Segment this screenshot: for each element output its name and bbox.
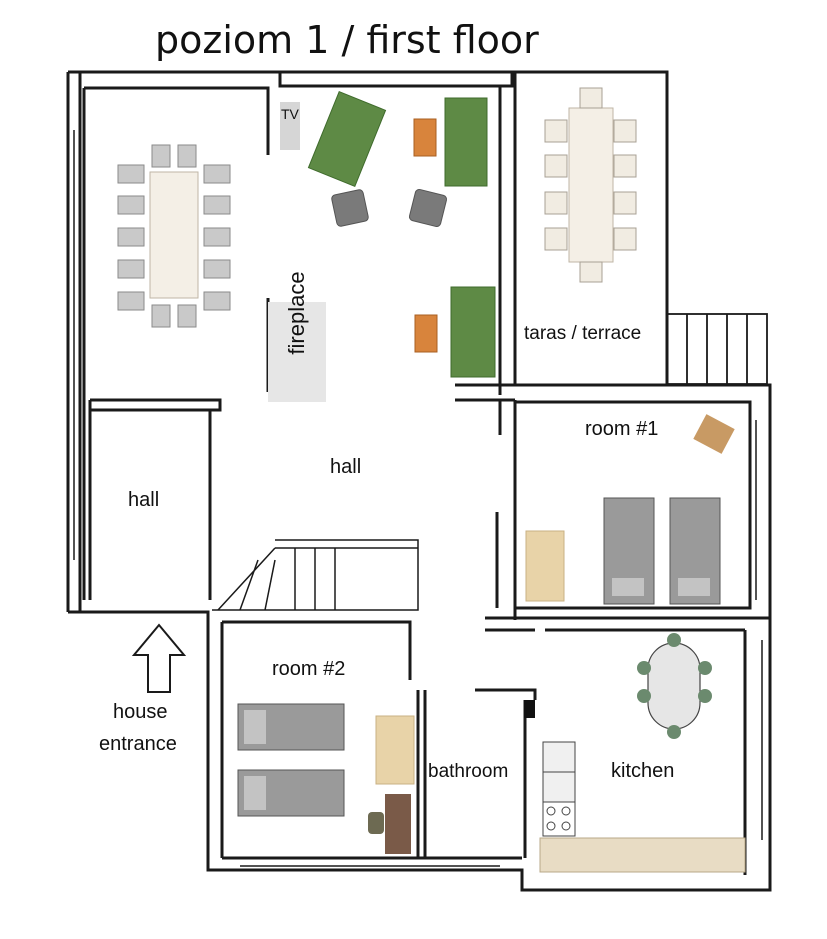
tv	[280, 102, 300, 150]
kitchen-fridge	[524, 700, 535, 718]
room2-label: room #2	[272, 658, 346, 680]
room2-beds	[237, 703, 345, 817]
terrace-label: taras / terrace	[524, 323, 642, 344]
dining-table-left	[149, 171, 199, 299]
dining-chairs-left	[117, 144, 231, 328]
coffee-tables	[413, 118, 438, 353]
entrance-arrow-icon	[131, 623, 187, 693]
page-title: poziom 1 / first floor	[155, 18, 539, 62]
hall-main-label: hall	[330, 456, 362, 478]
armchairs	[331, 188, 448, 228]
bathroom-label: bathroom	[428, 761, 509, 782]
staircase	[212, 539, 419, 611]
room1-beds	[603, 497, 721, 605]
kitchen-label: kitchen	[611, 760, 675, 782]
windows	[73, 130, 763, 867]
kitchen-table	[637, 633, 712, 739]
hall-entry-label: hall	[128, 489, 160, 511]
entrance-label-line2: entrance	[99, 733, 177, 755]
room1-label: room #1	[585, 418, 659, 440]
entrance-label-line1: house	[113, 701, 168, 723]
kitchen-counter	[539, 837, 746, 873]
kitchen-sink	[542, 741, 576, 803]
sofas	[307, 90, 496, 378]
kitchen-stove	[542, 801, 576, 837]
terrace-chairs	[544, 87, 637, 283]
fireplace-label: fireplace	[284, 271, 309, 355]
room2-desk	[375, 715, 415, 785]
walls	[66, 70, 772, 892]
fireplace	[268, 302, 326, 402]
tv-label: TV	[281, 106, 299, 122]
room1-chair	[693, 414, 735, 454]
terrace-table	[568, 107, 614, 263]
room1-desk	[525, 530, 565, 602]
room2-office-chair	[368, 812, 384, 834]
stairs-terrace	[666, 313, 768, 385]
room2-workdesk	[385, 794, 411, 854]
